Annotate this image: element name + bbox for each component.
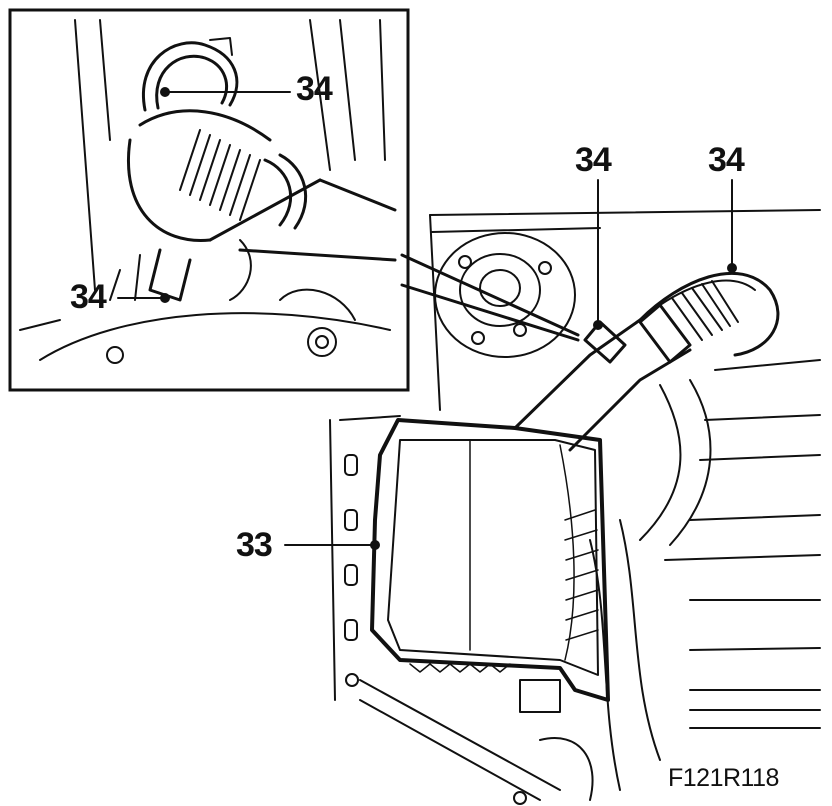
callout-33-air-filter: 33 [236, 526, 273, 564]
inset-detail-drawing [19, 19, 397, 364]
figure-code: F121R118 [668, 764, 779, 792]
detail-inset-frame [8, 8, 410, 392]
callout-34-inset-left: 34 [70, 278, 107, 316]
intake-hose-main [513, 271, 780, 452]
air-filter-housing [370, 418, 610, 702]
callout-34-main-right: 34 [708, 141, 745, 179]
leader-lines [117, 87, 737, 550]
callout-34-main-left: 34 [575, 141, 612, 179]
engine-bay-background [329, 209, 821, 805]
callout-34-inset-top: 34 [296, 70, 333, 108]
inset-pointer [400, 253, 580, 342]
